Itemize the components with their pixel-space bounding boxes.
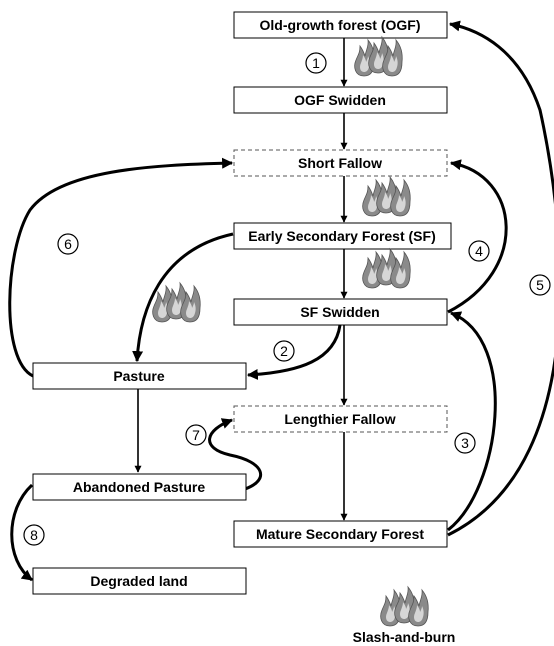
pathway-number-4: 4	[468, 240, 490, 262]
arrow-pathway-7	[208, 418, 263, 491]
node-mature-sf-label: Mature Secondary Forest	[256, 526, 424, 542]
fire-icon	[355, 37, 403, 76]
pathway-number-1: 1	[305, 52, 327, 74]
arrow-pathway-2	[246, 324, 342, 380]
fire-icon	[153, 283, 201, 322]
pathway-number-2: 2	[273, 340, 295, 362]
node-pasture-label: Pasture	[113, 368, 165, 384]
arrow-pathway-6	[8, 157, 234, 378]
pathway-number-6-text: 6	[64, 236, 72, 252]
node-sf-swidden-label: SF Swidden	[300, 304, 379, 320]
node-ogf-swidden-label: OGF Swidden	[294, 92, 386, 108]
node-short-fallow-label: Short Fallow	[298, 155, 382, 171]
pathway-number-2-text: 2	[280, 343, 288, 359]
pathway-number-6: 6	[57, 233, 79, 255]
node-abandoned-pasture: Abandoned Pasture	[32, 473, 247, 501]
node-abandoned-pasture-label: Abandoned Pasture	[73, 479, 205, 495]
arrow-pathway-8	[10, 483, 34, 582]
node-ogf: Old-growth forest (OGF)	[233, 11, 448, 39]
pathway-number-5: 5	[529, 274, 551, 296]
arrow-pathway-5	[447, 20, 554, 537]
node-mature-sf: Mature Secondary Forest	[233, 520, 448, 548]
pathway-number-7: 7	[185, 424, 207, 446]
pathway-number-4-text: 4	[475, 243, 483, 259]
arrow-pathway-3	[447, 311, 497, 532]
fire-icon	[363, 249, 411, 288]
pathway-number-1-text: 1	[312, 55, 320, 71]
pathway-number-5-text: 5	[536, 277, 544, 293]
node-early-sf: Early Secondary Forest (SF)	[233, 222, 452, 250]
node-early-sf-label: Early Secondary Forest (SF)	[248, 228, 436, 244]
node-ogf-label: Old-growth forest (OGF)	[260, 17, 421, 33]
arrow-early-sf-to-pasture	[132, 232, 234, 363]
node-sf-swidden: SF Swidden	[233, 298, 448, 326]
pathway-number-3: 3	[454, 432, 476, 454]
node-lengthier-fallow: Lengthier Fallow	[233, 405, 448, 433]
fire-icon	[363, 177, 411, 216]
pathway-number-3-text: 3	[461, 435, 469, 451]
node-short-fallow: Short Fallow	[233, 149, 448, 177]
pathway-number-7-text: 7	[192, 427, 200, 443]
node-ogf-swidden: OGF Swidden	[233, 86, 448, 114]
legend: Slash-and-burn	[353, 587, 456, 645]
legend-label: Slash-and-burn	[353, 629, 456, 645]
node-pasture: Pasture	[32, 362, 247, 390]
arrow-pathway-4	[447, 159, 508, 314]
pathway-number-8: 8	[23, 524, 45, 546]
node-degraded-land-label: Degraded land	[90, 573, 187, 589]
fire-icon	[381, 587, 429, 626]
node-lengthier-fallow-label: Lengthier Fallow	[284, 411, 395, 427]
pathway-number-8-text: 8	[30, 527, 38, 543]
node-degraded-land: Degraded land	[32, 567, 247, 595]
